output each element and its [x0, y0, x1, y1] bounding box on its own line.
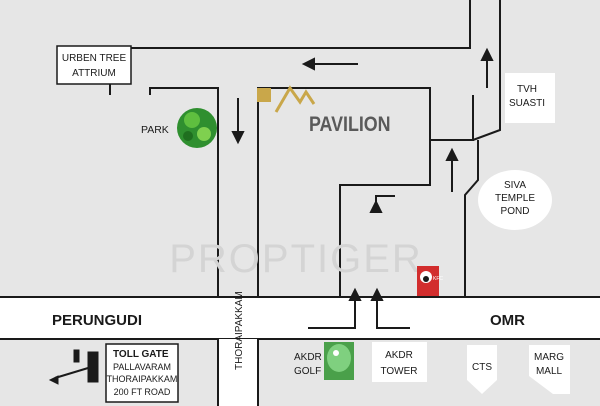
siva-label: POND: [501, 206, 530, 217]
akdr-tower-label: TOWER: [380, 366, 417, 377]
kfc-logo: KFC: [417, 266, 443, 296]
marg-mall-label: MALL: [536, 366, 563, 377]
omr-label: OMR: [490, 312, 525, 329]
tvh-label: SUASTI: [509, 98, 545, 109]
upper-road-inner: [149, 87, 219, 190]
cts-label: CTS: [472, 362, 492, 373]
pavilion-logo: PAVILION: [257, 85, 391, 137]
toll-gate-label: TOLL GATE: [113, 349, 169, 360]
thoraipakkam-road: [218, 339, 258, 406]
siva-label: SIVA: [504, 180, 526, 191]
arrow-up-icon: [480, 47, 494, 88]
pavilion-name: PAVILION: [309, 113, 391, 137]
akdr-golf-label: GOLF: [294, 366, 321, 377]
siva-label: TEMPLE: [495, 193, 535, 204]
marg-mall-marker: [529, 345, 570, 394]
tvh-road-right: [472, 0, 501, 141]
toll-gate-icon: [48, 349, 99, 385]
arrow-up-icon: [445, 147, 459, 192]
toll-gate-label: PALLAVARAM: [113, 362, 171, 372]
arrow-up-icon: [308, 287, 362, 329]
branch-road-outer: [339, 140, 431, 297]
tvh-label: TVH: [517, 84, 537, 95]
thoraipakkam-label: THORAIPAKKAM: [234, 291, 245, 370]
siva-temple-pond: [478, 170, 552, 230]
toll-gate-label: THORAIPAKKAM: [107, 374, 178, 384]
cts-marker: [467, 345, 497, 394]
marg-mall-label: MARG: [534, 352, 564, 363]
akdr-tower-label: AKDR: [385, 350, 413, 361]
perungudi-label: PERUNGUDI: [52, 312, 142, 329]
kfc-text: KFC: [433, 276, 443, 282]
urben-tree-box: [56, 45, 132, 85]
branch-road-inner: [464, 140, 479, 297]
arrow-up-icon: [370, 287, 410, 329]
park-tree-icon: [177, 108, 217, 148]
upper-road-inner-right: [257, 87, 474, 190]
urben-tree-label: ATTRIUM: [72, 68, 116, 79]
arrow-turn-icon: [369, 195, 395, 213]
akdr-golf-label: AKDR: [294, 352, 322, 363]
tvh-box: [505, 73, 555, 123]
urben-tree-label: URBEN TREE: [62, 53, 127, 64]
main-road: [0, 297, 600, 339]
toll-gate-box: [105, 343, 179, 403]
golf-icon: [324, 342, 354, 380]
watermark: PROPTIGER: [169, 237, 423, 281]
toll-gate-label: 200 FT ROAD: [114, 387, 171, 397]
arrow-down-icon: [231, 98, 245, 145]
akdr-tower-box: [372, 342, 427, 382]
park-label: PARK: [141, 124, 169, 136]
arrow-left-icon: [301, 57, 358, 71]
